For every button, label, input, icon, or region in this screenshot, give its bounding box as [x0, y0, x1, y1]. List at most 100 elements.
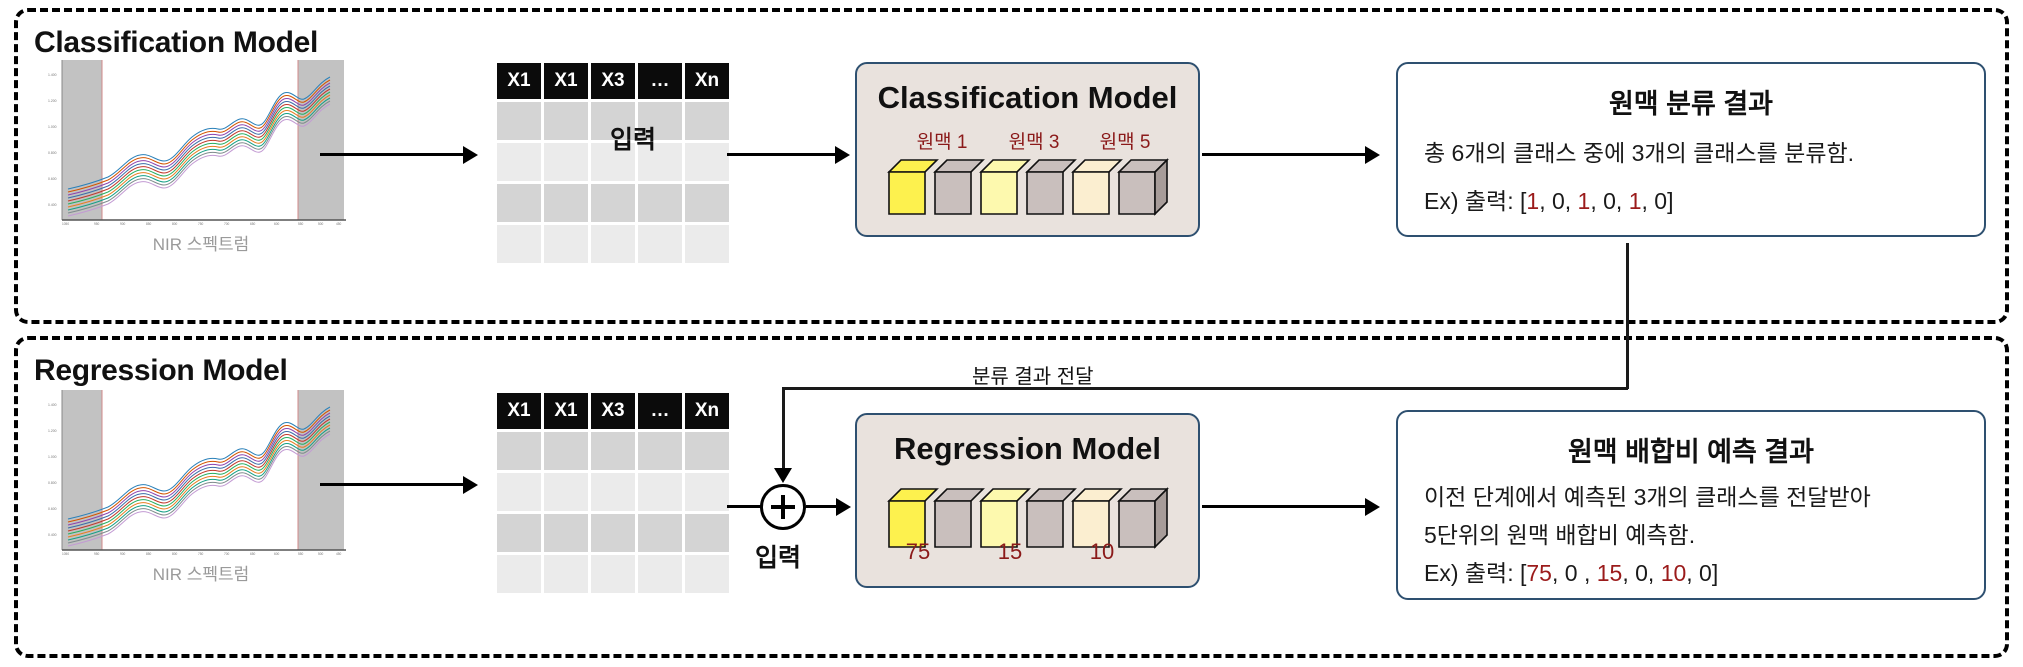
- svg-text:950: 950: [94, 222, 100, 226]
- classification-result-box: 원맥 분류 결과 총 6개의 클래스 중에 3개의 클래스를 분류함. Ex) …: [1396, 62, 1986, 237]
- table-row: [497, 143, 729, 181]
- arrow-table-to-plus: [727, 505, 761, 508]
- model-title: Regression Model: [894, 431, 1161, 466]
- feedback-line-horizontal: [782, 387, 1628, 390]
- svg-text:0.400: 0.400: [48, 533, 57, 537]
- result-token-4: 10: [1660, 560, 1687, 586]
- result-token-5: , 0]: [1686, 560, 1719, 586]
- svg-text:750: 750: [198, 552, 204, 556]
- cube-value-2: 15: [997, 539, 1023, 564]
- result-token-2: 15: [1596, 560, 1623, 586]
- svg-text:1.000: 1.000: [48, 125, 57, 129]
- table-row: [497, 473, 729, 511]
- result-token-4: 1: [1628, 188, 1642, 214]
- svg-text:800: 800: [172, 222, 178, 226]
- svg-text:650: 650: [250, 222, 256, 226]
- model-title: Classification Model: [877, 80, 1178, 115]
- svg-text:600: 600: [274, 222, 280, 226]
- table-header-row: X1 X1 X3 … Xn: [497, 63, 729, 99]
- arrow-model-to-result-regression: [1202, 505, 1367, 508]
- svg-text:1050: 1050: [62, 222, 69, 226]
- svg-text:0.600: 0.600: [48, 177, 57, 181]
- cube-row-regression: [887, 487, 1169, 549]
- result-prefix: Ex) 출력: [: [1424, 560, 1527, 586]
- result-line-3: Ex) 출력: [75, 0 , 15, 0, 10, 0]: [1424, 554, 1718, 588]
- svg-text:600: 600: [274, 552, 280, 556]
- svg-text:900: 900: [120, 222, 126, 226]
- table-row: [497, 514, 729, 552]
- arrow-head-icon: [1365, 498, 1380, 516]
- arrow-head-icon: [774, 468, 792, 483]
- column-header: X3: [591, 393, 635, 429]
- svg-text:700: 700: [224, 552, 230, 556]
- regression-section: Regression Model: [14, 336, 2009, 658]
- result-title: 원맥 분류 결과: [1608, 89, 1774, 119]
- result-token-3: , 0,: [1622, 560, 1661, 586]
- svg-text:0.800: 0.800: [48, 151, 57, 155]
- svg-text:1050: 1050: [62, 552, 69, 556]
- result-token-2: 1: [1577, 188, 1591, 214]
- result-token-0: 1: [1526, 188, 1540, 214]
- input-label-classification: 입력: [610, 126, 657, 154]
- table-row: [497, 225, 729, 263]
- arrow-model-to-result-classification: [1202, 153, 1367, 156]
- arrow-spectrum-to-table-classification: [320, 153, 465, 156]
- svg-text:850: 850: [146, 222, 152, 226]
- svg-text:1.400: 1.400: [48, 403, 57, 407]
- svg-text:0.800: 0.800: [48, 481, 57, 485]
- result-line-2: 5단위의 원맥 배합비 예측함.: [1424, 522, 1696, 548]
- result-line-1: 이전 단계에서 예측된 3개의 클래스를 전달받아: [1424, 484, 1871, 510]
- arrow-plus-to-model: [806, 505, 838, 508]
- column-header: X1: [544, 63, 588, 99]
- svg-text:0.400: 0.400: [48, 203, 57, 207]
- classification-section-title: Classification Model: [34, 26, 319, 59]
- svg-text:950: 950: [94, 552, 100, 556]
- arrow-spectrum-to-table-regression: [320, 483, 465, 486]
- svg-text:1.000: 1.000: [48, 455, 57, 459]
- svg-text:650: 650: [250, 552, 256, 556]
- classification-section: Classification Model: [14, 8, 2009, 324]
- cube-value-0: 75: [905, 539, 931, 564]
- cube-value-4: 10: [1089, 539, 1115, 564]
- table-row: [497, 184, 729, 222]
- svg-text:550: 550: [298, 222, 304, 226]
- svg-text:1.200: 1.200: [48, 429, 57, 433]
- svg-text:450: 450: [336, 552, 342, 556]
- feature-table-regression: X1 X1 X3 … Xn: [494, 390, 732, 596]
- column-header: X1: [544, 393, 588, 429]
- result-token-1: , 0,: [1539, 188, 1578, 214]
- cube-label-1: 원맥 3: [1008, 132, 1060, 153]
- feature-table-classification: X1 X1 X3 … Xn: [494, 60, 732, 266]
- column-header: Xn: [685, 393, 729, 429]
- column-header: X3: [591, 63, 635, 99]
- table-header-row: X1 X1 X3 … Xn: [497, 393, 729, 429]
- cube-row-classification: [887, 158, 1169, 216]
- svg-text:0.600: 0.600: [48, 507, 57, 511]
- svg-text:1.400: 1.400: [48, 73, 57, 77]
- table-row: [497, 555, 729, 593]
- arrow-head-icon: [463, 476, 478, 494]
- arrow-head-icon: [1365, 146, 1380, 164]
- arrow-head-icon: [836, 498, 851, 516]
- result-token-3: , 0,: [1590, 188, 1629, 214]
- result-token-1: , 0 ,: [1551, 560, 1597, 586]
- svg-text:850: 850: [146, 552, 152, 556]
- regression-result-box: 원맥 배합비 예측 결과 이전 단계에서 예측된 3개의 클래스를 전달받아 5…: [1396, 410, 1986, 600]
- column-header: Xn: [685, 63, 729, 99]
- svg-text:700: 700: [224, 222, 230, 226]
- svg-text:550: 550: [298, 552, 304, 556]
- arrow-table-to-model-classification: [727, 153, 837, 156]
- result-line-2: Ex) 출력: [1, 0, 1, 0, 1, 0]: [1424, 182, 1673, 216]
- result-token-5: , 0]: [1641, 188, 1674, 214]
- cube-label-0: 원맥 1: [916, 132, 968, 153]
- regression-section-title: Regression Model: [34, 354, 288, 387]
- feedback-line-vertical-right: [1626, 243, 1629, 389]
- svg-text:450: 450: [336, 222, 342, 226]
- column-header: X1: [497, 393, 541, 429]
- column-header: …: [638, 63, 682, 99]
- arrow-head-icon: [835, 146, 850, 164]
- cube-label-2: 원맥 5: [1099, 132, 1151, 153]
- svg-text:500: 500: [318, 552, 324, 556]
